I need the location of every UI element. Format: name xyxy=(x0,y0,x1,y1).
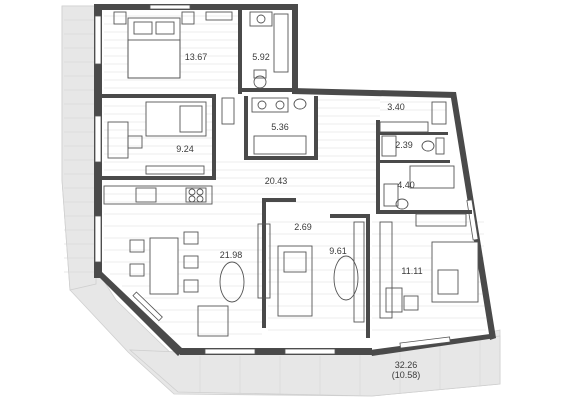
bedroom-2-furniture xyxy=(107,101,207,175)
bathroom-3-fixtures xyxy=(383,165,455,210)
room-area-label: 9.61 xyxy=(329,246,347,256)
terrace-area-label: 32.26 xyxy=(395,360,418,370)
room-area-label: 4.40 xyxy=(397,180,415,190)
terrace-deck-lines xyxy=(64,19,481,396)
room-area-label: 9.24 xyxy=(176,144,194,154)
bedroom-1-furniture xyxy=(113,11,233,79)
hall-1-wardrobe xyxy=(379,101,447,133)
windows xyxy=(94,4,479,355)
room-area-label: 13.67 xyxy=(185,52,208,62)
bedroom-4-furniture xyxy=(379,213,479,319)
room-area-label: 3.40 xyxy=(387,102,405,112)
interior-walls xyxy=(100,8,472,338)
living-furniture xyxy=(129,223,271,337)
room-area-label: 2.39 xyxy=(395,140,413,150)
terrace-area-reduced-label: (10.58) xyxy=(392,370,421,380)
wc-1-fixtures xyxy=(381,135,445,157)
room-area-label: 5.92 xyxy=(252,52,270,62)
room-area-label: 20.43 xyxy=(265,176,288,186)
room-area-label: 2.69 xyxy=(294,222,312,232)
terrace-left-strip xyxy=(61,5,97,291)
bathroom-2-fixtures xyxy=(221,97,307,155)
kitchen-counter xyxy=(103,185,213,205)
room-area-label: 21.98 xyxy=(220,250,243,260)
bedroom-3-furniture xyxy=(277,221,365,323)
room-area-label: 5.36 xyxy=(271,122,289,132)
room-area-label: 11.11 xyxy=(401,266,422,276)
bathroom-1-fixtures xyxy=(249,11,289,89)
